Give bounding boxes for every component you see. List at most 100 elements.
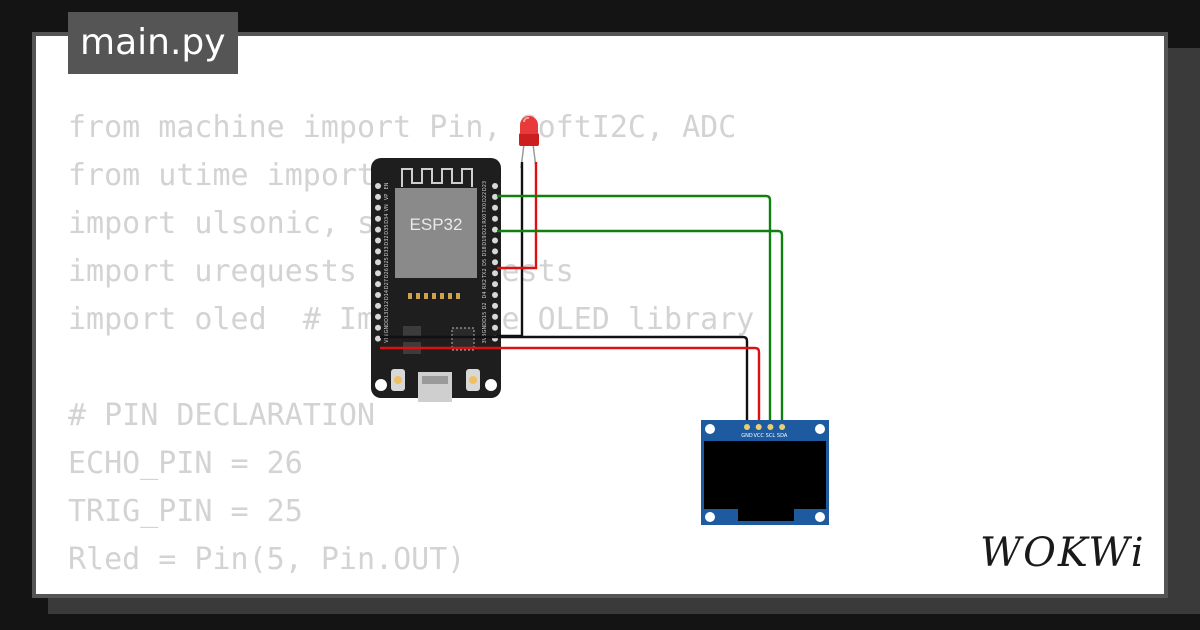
boot-button-cap (469, 376, 477, 384)
pin-d19[interactable] (492, 237, 498, 244)
code-line: st_sda_pin = 21 # Pin number instead of … (68, 584, 989, 594)
pin-label: D2 (482, 302, 488, 309)
pin-label: D23 (482, 181, 488, 191)
pin-label: GND (482, 322, 488, 334)
pin-d35[interactable] (375, 226, 381, 233)
pin-label: RX2 (482, 279, 488, 289)
wire-sda (497, 229, 784, 426)
pin-d25[interactable] (375, 259, 381, 266)
chip-label: ESP32 (410, 215, 463, 234)
esp32-board[interactable]: ESP32 ENVPVND34D35D32D33D25D26D27D14D12D… (371, 158, 501, 402)
pin-label: D34 (384, 214, 390, 224)
left-pin-header: ENVPVND34D35D32D33D25D26D27D14D12D13GNDV… (375, 182, 390, 343)
regulator (403, 326, 421, 338)
wire-gnd (380, 335, 749, 426)
pin-label: D21 (482, 224, 488, 234)
file-tab[interactable]: main.py (68, 12, 238, 74)
pin-d33[interactable] (375, 248, 381, 255)
oled-pin-scl[interactable] (767, 424, 774, 430)
oled-pin-gnd[interactable] (744, 424, 750, 430)
oled-pin-label: SDA (777, 433, 788, 439)
red-led[interactable] (519, 116, 539, 169)
pin-d23[interactable] (492, 183, 498, 189)
oled-pin-label: GND (741, 433, 753, 439)
pin-label: D22 (482, 192, 488, 202)
pin-tx2[interactable] (492, 270, 498, 277)
pin-label: TX0 (482, 203, 488, 214)
oled-pin-label: VCC (753, 433, 764, 439)
pin-label: D13 (384, 312, 390, 322)
pin-d2[interactable] (492, 302, 498, 309)
module-pads (408, 293, 460, 299)
pin-gnd[interactable] (375, 324, 381, 331)
oled-screen (704, 441, 826, 509)
pin-d22[interactable] (492, 193, 498, 200)
pin-label: D35 (384, 224, 390, 234)
pin-rx2[interactable] (492, 281, 498, 288)
pin-d4[interactable] (492, 292, 498, 298)
pin-d5[interactable] (492, 259, 498, 266)
code-line: ECHO_PIN = 26 (68, 446, 303, 481)
pin-tx0[interactable] (492, 204, 498, 211)
pin-vp[interactable] (375, 193, 381, 200)
code-line: Rled = Pin(5, Pin.OUT) (68, 542, 466, 577)
pin-label: D33 (384, 246, 390, 256)
pin-d27[interactable] (375, 281, 381, 288)
pin-en[interactable] (375, 183, 381, 189)
pin-label: D32 (384, 235, 390, 245)
wokwi-logo: WOKWi (980, 530, 1146, 574)
wire-led-anode (497, 162, 538, 270)
code-line: # PIN DECLARATION (68, 398, 376, 433)
en-button-cap (394, 376, 402, 384)
pin-vn[interactable] (375, 204, 381, 211)
pin-label: D25 (384, 257, 390, 267)
mount-hole (375, 379, 387, 391)
pin-d15[interactable] (492, 313, 498, 320)
pin-d13[interactable] (375, 313, 381, 320)
pin-label: D14 (384, 290, 390, 300)
wire-scl (497, 194, 772, 426)
pin-label: D27 (384, 279, 390, 289)
oled-pin-sda[interactable] (779, 424, 786, 430)
pin-d26[interactable] (375, 270, 381, 277)
pin-label: D4 (482, 291, 488, 298)
pin-label: D19 (482, 235, 488, 245)
code-line: from machine import Pin, SoftI2C, ADC (68, 110, 737, 145)
pin-label: TX2 (482, 268, 488, 279)
pin-label: GND (384, 322, 390, 334)
pin-d18[interactable] (492, 248, 498, 255)
wire-vcc (380, 346, 761, 426)
pin-label: 3V3 (482, 334, 488, 344)
pin-label: D5 (482, 259, 488, 266)
oled-pin-label: SCL (766, 433, 776, 439)
pin-label: D15 (482, 312, 488, 322)
pin-d14[interactable] (375, 292, 381, 298)
pin-gnd[interactable] (492, 324, 498, 331)
pin-label: D18 (482, 246, 488, 256)
oled-pin-vcc[interactable] (755, 424, 762, 430)
pin-label: EN (384, 182, 390, 189)
pin-d12[interactable] (375, 302, 381, 309)
pin-label: VN (384, 204, 390, 211)
esp32-module (395, 188, 477, 278)
code-line: TRIG_PIN = 25 (68, 494, 303, 529)
wires (380, 162, 784, 426)
pin-vin[interactable] (375, 335, 381, 342)
pin-label: D12 (384, 301, 390, 311)
logo-text: WOKWi (980, 530, 1146, 574)
pin-label: RX0 (482, 214, 488, 224)
oled-ribbon (738, 509, 794, 521)
pin-label: VIN (384, 334, 390, 343)
pin-rx0[interactable] (492, 215, 498, 222)
pin-label: D26 (384, 268, 390, 278)
pin-d32[interactable] (375, 237, 381, 244)
pin-d21[interactable] (492, 226, 498, 233)
usb-uart-chip (451, 327, 475, 351)
pin-d34[interactable] (375, 215, 381, 222)
mount-hole (485, 379, 497, 391)
